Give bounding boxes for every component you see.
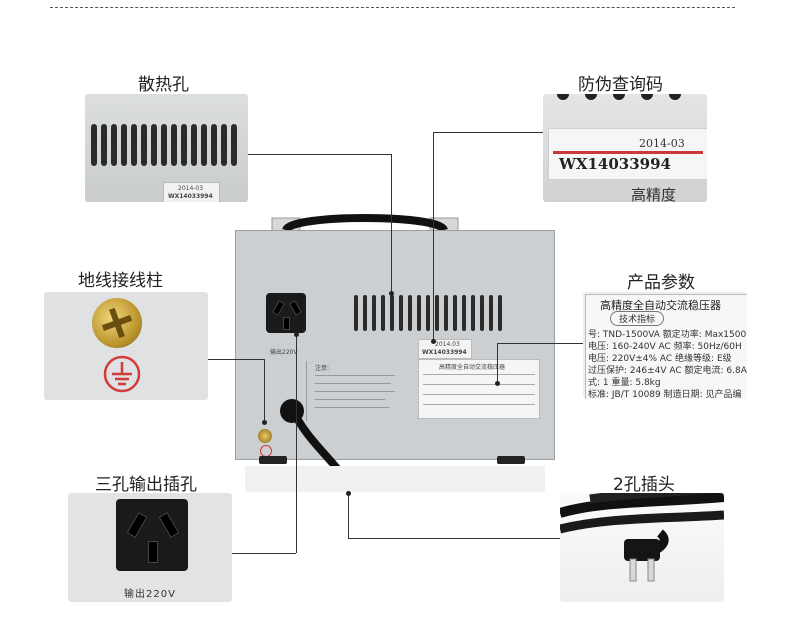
device-vent-slot [462, 295, 466, 331]
ground-terminal-closeup [44, 292, 208, 400]
tag-date: 2014-03 [639, 137, 685, 150]
vent-slot [221, 124, 227, 166]
vent-slot [91, 124, 97, 166]
notice-area: 注意: [306, 361, 407, 421]
device-vent-slot [372, 295, 376, 331]
tag-code: WX14033994 [559, 155, 671, 173]
device-vent-slot [426, 295, 430, 331]
overlay-text: 高精度 [631, 186, 677, 202]
label-ground-terminal: 地线接线柱 [78, 271, 163, 291]
vent-slot [131, 124, 137, 166]
device-vent-slot [381, 295, 385, 331]
vent-slot [231, 124, 237, 166]
vent-slot [181, 124, 187, 166]
vent-hole [585, 94, 597, 100]
three-pin-socket [116, 499, 188, 571]
vent-hole [669, 94, 681, 100]
ground-icon [103, 355, 141, 393]
device-foot [497, 456, 525, 464]
device-spec-plate: 高精度全自动交流稳压器 [418, 359, 540, 419]
device-foot [259, 456, 287, 464]
spec-row: 式: 1 重量: 5.8kg [588, 378, 661, 388]
device-vent-slot [435, 295, 439, 331]
output-socket-closeup: 输出220V [68, 493, 232, 602]
anti-fake-closeup: 2014-03 WX14033994 高精度 [543, 94, 707, 202]
spec-plate: 高精度全自动交流稳压器 技术指标 号: TND-1500VA 额定功率: Max… [585, 294, 747, 399]
spec-subtitle: 技术指标 [610, 311, 665, 326]
label-output-socket: 三孔输出插孔 [95, 475, 197, 495]
label-anti-fake: 防伪查询码 [578, 75, 663, 95]
vent-slot [201, 124, 207, 166]
vent-hole [557, 94, 569, 100]
vent-slot [191, 124, 197, 166]
device-socket-label: 输出220V [270, 349, 298, 356]
spec-row: 电压: 220V±4% AC 绝缘等级: E级 [588, 354, 732, 364]
device-vent-slot [399, 295, 403, 331]
device-vent-slot [408, 295, 412, 331]
vent-slot [141, 124, 147, 166]
vent-slot [121, 124, 127, 166]
socket-label: 输出220V [124, 589, 176, 600]
label-two-pin-plug: 2孔插头 [613, 475, 675, 495]
vent-closeup: 2014-03 WX14033994 [85, 94, 248, 202]
vent-slot [161, 124, 167, 166]
top-dashed-divider [50, 7, 735, 8]
label-vent: 散热孔 [138, 75, 189, 95]
device-vent-slot [498, 295, 502, 331]
vent-tag-sticker: 2014-03 WX14033994 [163, 182, 220, 202]
spec-row: 电压: 160-240V AC 频率: 50Hz/60H [588, 342, 742, 352]
vent-hole [641, 94, 653, 100]
vent-slot [111, 124, 117, 166]
device-vent-slot [417, 295, 421, 331]
vent-slot [211, 124, 217, 166]
table-surface [245, 466, 545, 492]
device-vent-slot [354, 295, 358, 331]
vent-slot [151, 124, 157, 166]
device-vent-slot [363, 295, 367, 331]
vent-hole [613, 94, 625, 100]
vent-slot [101, 124, 107, 166]
spec-row: 过压保护: 246±4V AC 额定电流: 6.8A [588, 366, 747, 376]
device-vent-slot [471, 295, 475, 331]
brass-screw [92, 298, 142, 348]
device-vent-slot [453, 295, 457, 331]
voltage-stabilizer-device: 输出220V 注意: 2014.03 WX14033994 高精度全自动交流稳压… [235, 210, 555, 492]
device-vent-slot [489, 295, 493, 331]
device-case: 输出220V 注意: 2014.03 WX14033994 高精度全自动交流稳压… [235, 230, 555, 460]
device-ground-screw [258, 429, 272, 443]
spec-row: 号: TND-1500VA 额定功率: Max1500 [588, 330, 747, 340]
device-vent-slot [390, 295, 394, 331]
spec-row: 标准: JB/T 10089 制造日期: 见产品编 [588, 390, 742, 399]
label-product-params: 产品参数 [627, 273, 695, 293]
device-anti-fake-tag: 2014.03 WX14033994 [418, 339, 472, 359]
spec-plate-closeup: 高精度全自动交流稳压器 技术指标 号: TND-1500VA 额定功率: Max… [583, 292, 747, 399]
notice-title: 注意: [315, 365, 330, 372]
device-socket [266, 293, 306, 333]
spec-title: 高精度全自动交流稳压器 [600, 299, 721, 312]
anti-fake-tag: 2014-03 WX14033994 [548, 128, 707, 180]
device-vent-slot [444, 295, 448, 331]
plug-closeup [560, 493, 724, 602]
device-vent-slot [480, 295, 484, 331]
vent-slot [171, 124, 177, 166]
plug-cable-drawing [560, 493, 724, 582]
